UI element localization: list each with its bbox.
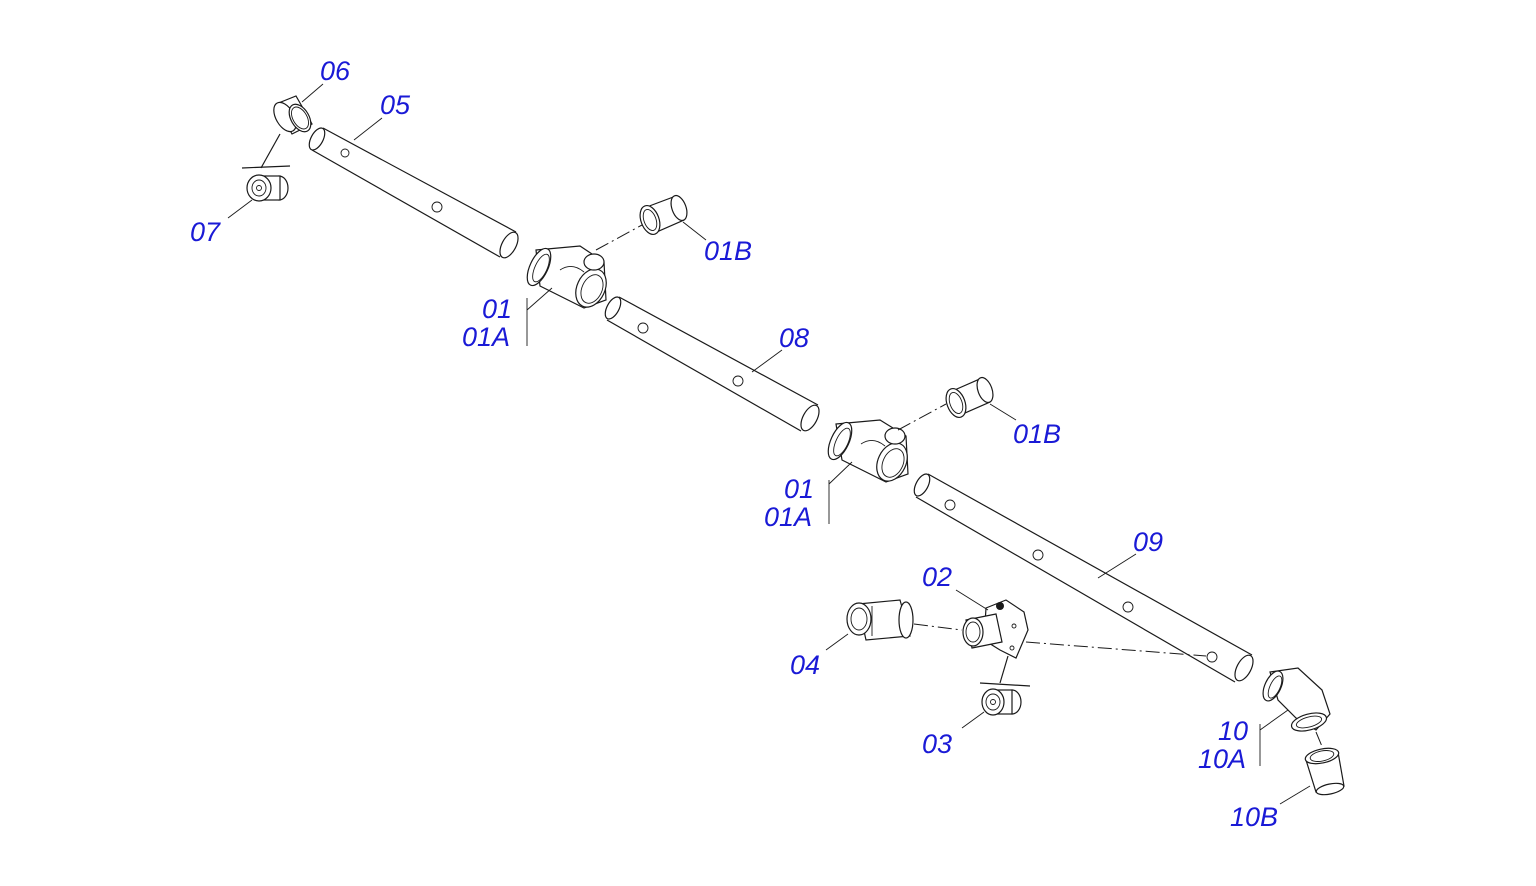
label-09: 09 [1133, 527, 1164, 557]
plug-03 [979, 655, 1031, 716]
coupling-01b-second [945, 376, 994, 419]
label-10b: 10B [1230, 802, 1279, 832]
pipe-08 [604, 296, 820, 432]
leader-lines [227, 83, 1311, 805]
label-01-second: 01 [784, 474, 815, 504]
label-05: 05 [380, 90, 411, 120]
pipe-09 [913, 473, 1254, 683]
label-01a-second: 01A [764, 502, 813, 532]
tee-01-second [827, 419, 909, 483]
elbow-10 [1262, 667, 1331, 732]
label-01b-second: 01B [1013, 419, 1062, 449]
label-04: 04 [790, 650, 821, 680]
pipe-05 [308, 127, 519, 259]
label-10a: 10A [1198, 744, 1247, 774]
coupling-10b [1304, 747, 1345, 796]
label-03: 03 [922, 729, 953, 759]
coupling-01b-first [639, 194, 688, 236]
tee-01-first [526, 245, 607, 309]
label-08: 08 [779, 323, 810, 353]
cap-06 [273, 95, 313, 135]
label-01a-first: 01A [462, 322, 511, 352]
label-10: 10 [1218, 716, 1249, 746]
label-02: 02 [922, 562, 953, 592]
reducer-04 [846, 599, 914, 641]
plug-07 [241, 133, 291, 202]
label-07: 07 [190, 217, 221, 247]
label-01-first: 01 [482, 294, 513, 324]
label-06: 06 [320, 56, 351, 86]
saddle-clamp-02 [962, 599, 1029, 659]
label-01b-first: 01B [704, 236, 753, 266]
